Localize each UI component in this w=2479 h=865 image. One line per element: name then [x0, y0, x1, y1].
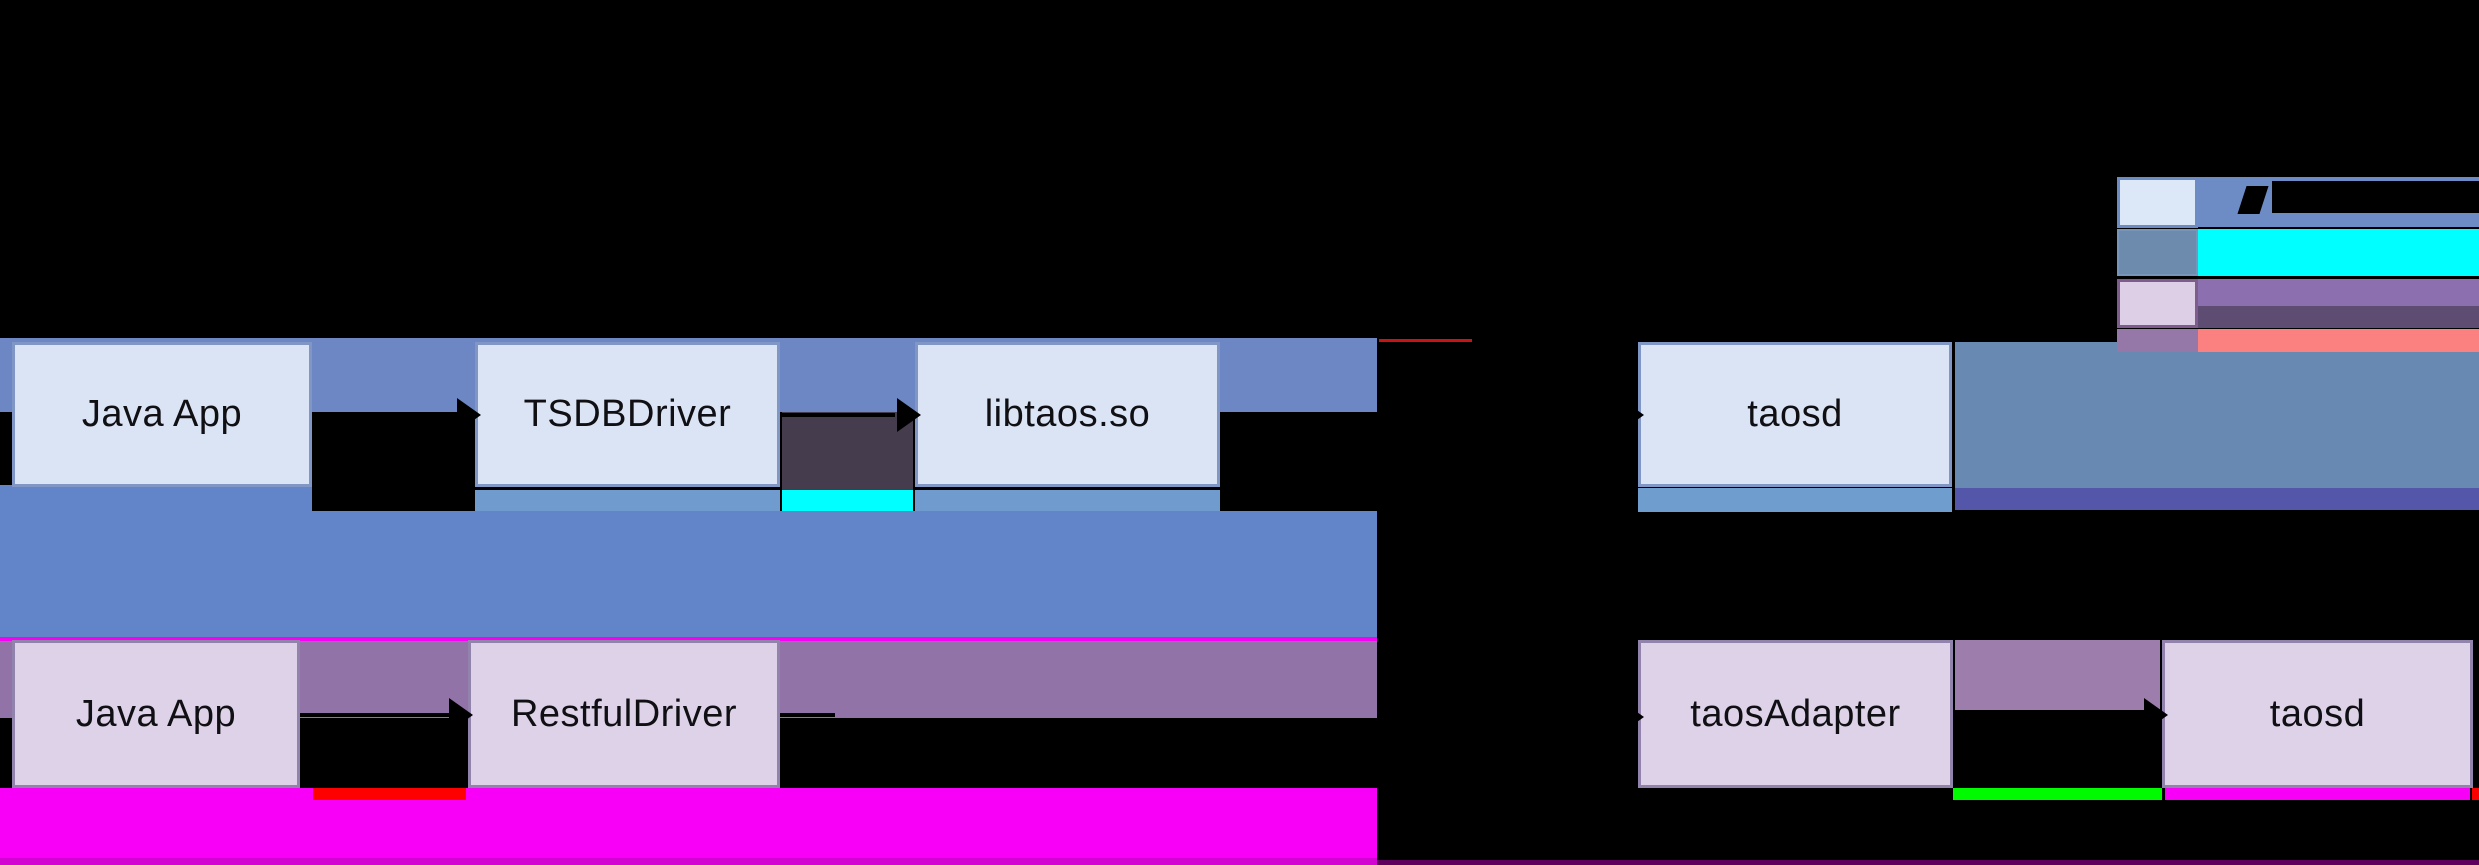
- server-bottom-purple-band: [1955, 640, 2160, 710]
- big-blue-rect: [0, 511, 1377, 637]
- box-taosd-jni-label: taosd: [1747, 393, 1843, 435]
- arrow-libtaos-taosd-line: [1220, 413, 1616, 417]
- red-segment: [1379, 339, 1472, 342]
- box-java-app-jni-label: Java App: [81, 393, 243, 435]
- legend-swatch-2: [2117, 229, 2198, 276]
- legend-band-3-bottom: [2198, 306, 2479, 328]
- arrow-javaapp-tsdbdriver-line: [312, 413, 460, 417]
- arrow-tsdbdriver-libtaos-line: [780, 413, 895, 417]
- arrow-taosadapter-taosd-line: [2060, 713, 2145, 717]
- box-taosd-restful: taosd: [2162, 640, 2473, 788]
- magenta-strip-right: [2165, 788, 2470, 800]
- box-taosd-restful-label: taosd: [2269, 692, 2366, 735]
- arrow-libtaos-taosd-head: [1620, 398, 1644, 432]
- red-sliver: [2472, 788, 2479, 800]
- server-top-band: [1955, 342, 2479, 488]
- box-taosadapter: taosAdapter: [1638, 640, 1953, 788]
- under-javaapp-blue: [0, 485, 312, 515]
- legend-swatch-3: [2117, 279, 2198, 328]
- indigo-strip: [1955, 488, 2479, 510]
- magenta-divider-line: [0, 637, 1377, 641]
- dark-bottom-strip-right: [1377, 860, 2479, 865]
- arrow-javaapp-restfuldriver-line: [300, 713, 452, 717]
- box-tsdbdriver-label: TSDBDriver: [523, 393, 732, 435]
- legend-swatch-1: [2117, 177, 2198, 228]
- green-highlight-strip: [1953, 788, 2162, 800]
- legend-band-2: [2198, 229, 2479, 276]
- under-taosd-strip: [1638, 488, 1952, 512]
- arrow-javaapp-tsdbdriver-head: [457, 398, 481, 432]
- box-taosd-jni: taosd: [1638, 342, 1952, 487]
- box-tsdbdriver: TSDBDriver: [475, 342, 780, 487]
- jni-gap-dark-region: [782, 412, 913, 490]
- arrow-tsdbdriver-libtaos-head: [897, 398, 921, 432]
- box-restfuldriver-label: RestfulDriver: [510, 692, 738, 735]
- arrow-restfuldriver-taosadapter-dash: [780, 713, 835, 717]
- magenta-bottom-strip-left: [0, 858, 1377, 865]
- arrow-javaapp-restfuldriver-head: [449, 698, 473, 732]
- box-restfuldriver: RestfulDriver: [468, 640, 780, 788]
- under-libtaos-strip: [915, 490, 1220, 512]
- box-java-app-restful: Java App: [12, 640, 300, 788]
- legend-band-1-text-block: [2272, 181, 2479, 213]
- box-java-app-jni: Java App: [12, 342, 312, 487]
- arrow-taosadapter-taosd-head: [2144, 698, 2168, 732]
- box-java-app-restful-label: Java App: [75, 692, 237, 735]
- magenta-highlight-band: [0, 788, 1377, 858]
- cyan-highlight-strip: [782, 490, 913, 512]
- box-libtaos-label: libtaos.so: [984, 393, 1151, 435]
- red-highlight-strip: [313, 788, 466, 800]
- legend-swatch-4: [2117, 329, 2198, 352]
- legend-band-4: [2198, 329, 2479, 352]
- arrow-restfuldriver-taosadapter-head: [1620, 700, 1644, 734]
- legend-band-3-top: [2198, 279, 2479, 306]
- under-tsdbdriver-strip: [475, 490, 780, 512]
- box-libtaos: libtaos.so: [915, 342, 1220, 487]
- box-taosadapter-label: taosAdapter: [1690, 692, 1901, 735]
